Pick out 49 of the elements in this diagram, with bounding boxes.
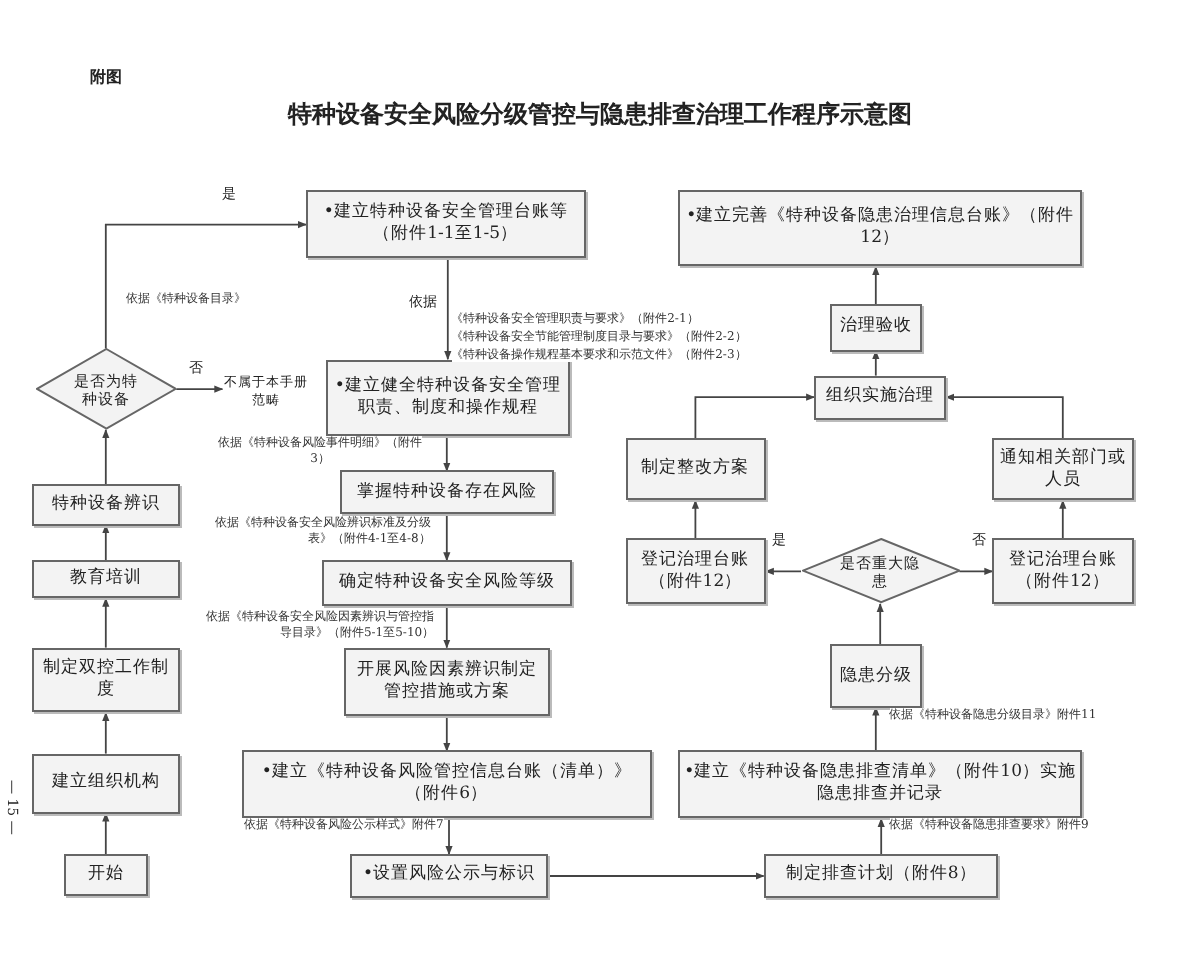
arrow <box>691 499 699 540</box>
arrow <box>694 393 816 439</box>
process-box: 治理验收 <box>829 304 922 351</box>
arrow <box>443 434 451 472</box>
arrow <box>958 567 994 575</box>
arrow <box>877 817 885 856</box>
process-box: 制定双控工作制度 <box>31 647 181 713</box>
process-box: 特种设备辨识 <box>31 484 181 526</box>
arrow <box>872 265 880 306</box>
arrow <box>102 524 110 562</box>
arrow <box>764 567 802 575</box>
process-box: 登记治理台账（附件12） <box>992 538 1134 604</box>
arrow <box>102 812 110 856</box>
arrow <box>547 872 765 880</box>
process-box: 掌握特种设备存在风险 <box>339 470 555 515</box>
arrow <box>945 393 1064 439</box>
process-box: 建立组织机构 <box>31 753 181 814</box>
arrow <box>102 429 110 486</box>
process-box: 隐患分级 <box>829 644 922 708</box>
arrow <box>444 257 452 361</box>
process-box: •建立特种设备安全管理台账等（附件1-1至1-5） <box>306 190 586 259</box>
caption-text: 附图 <box>90 65 122 88</box>
process-box: 制定排查计划（附件8） <box>763 854 999 898</box>
arrow <box>445 817 453 856</box>
arrow <box>102 597 110 649</box>
process-box: •建立完善《特种设备隐患治理信息台账》（附件12） <box>677 190 1083 267</box>
process-box: 开始 <box>64 854 148 895</box>
arrow <box>876 603 884 646</box>
process-box: 教育培训 <box>31 560 181 599</box>
arrow <box>443 714 451 752</box>
arrow <box>872 706 880 752</box>
process-box: 通知相关部门或人员 <box>992 438 1134 501</box>
title: 特种设备安全风险分级管控与隐患排查治理工作程序示意图 <box>285 98 914 133</box>
process-box: •建立《特种设备隐患排查清单》（附件10）实施隐患排查并记录 <box>677 750 1083 819</box>
arrow <box>872 350 880 377</box>
process-box: 开展风险因素辨识制定管控措施或方案 <box>343 647 551 716</box>
arrow <box>443 513 451 562</box>
arrow <box>443 605 451 649</box>
process-box: •设置风险公示与标识 <box>350 854 548 898</box>
process-box: 制定整改方案 <box>625 438 766 501</box>
process-box: 组织实施治理 <box>814 375 947 419</box>
arrow <box>104 221 307 350</box>
arrow <box>102 711 110 755</box>
arrow <box>175 385 224 393</box>
process-box: 确定特种设备安全风险等级 <box>321 560 573 607</box>
process-box: 登记治理台账（附件12） <box>625 538 766 604</box>
process-box: •建立《特种设备风险管控信息台账（清单）》（附件6） <box>242 750 652 819</box>
process-box: •建立健全特种设备安全管理职责、制度和操作规程 <box>325 359 570 436</box>
arrow <box>1059 499 1067 540</box>
